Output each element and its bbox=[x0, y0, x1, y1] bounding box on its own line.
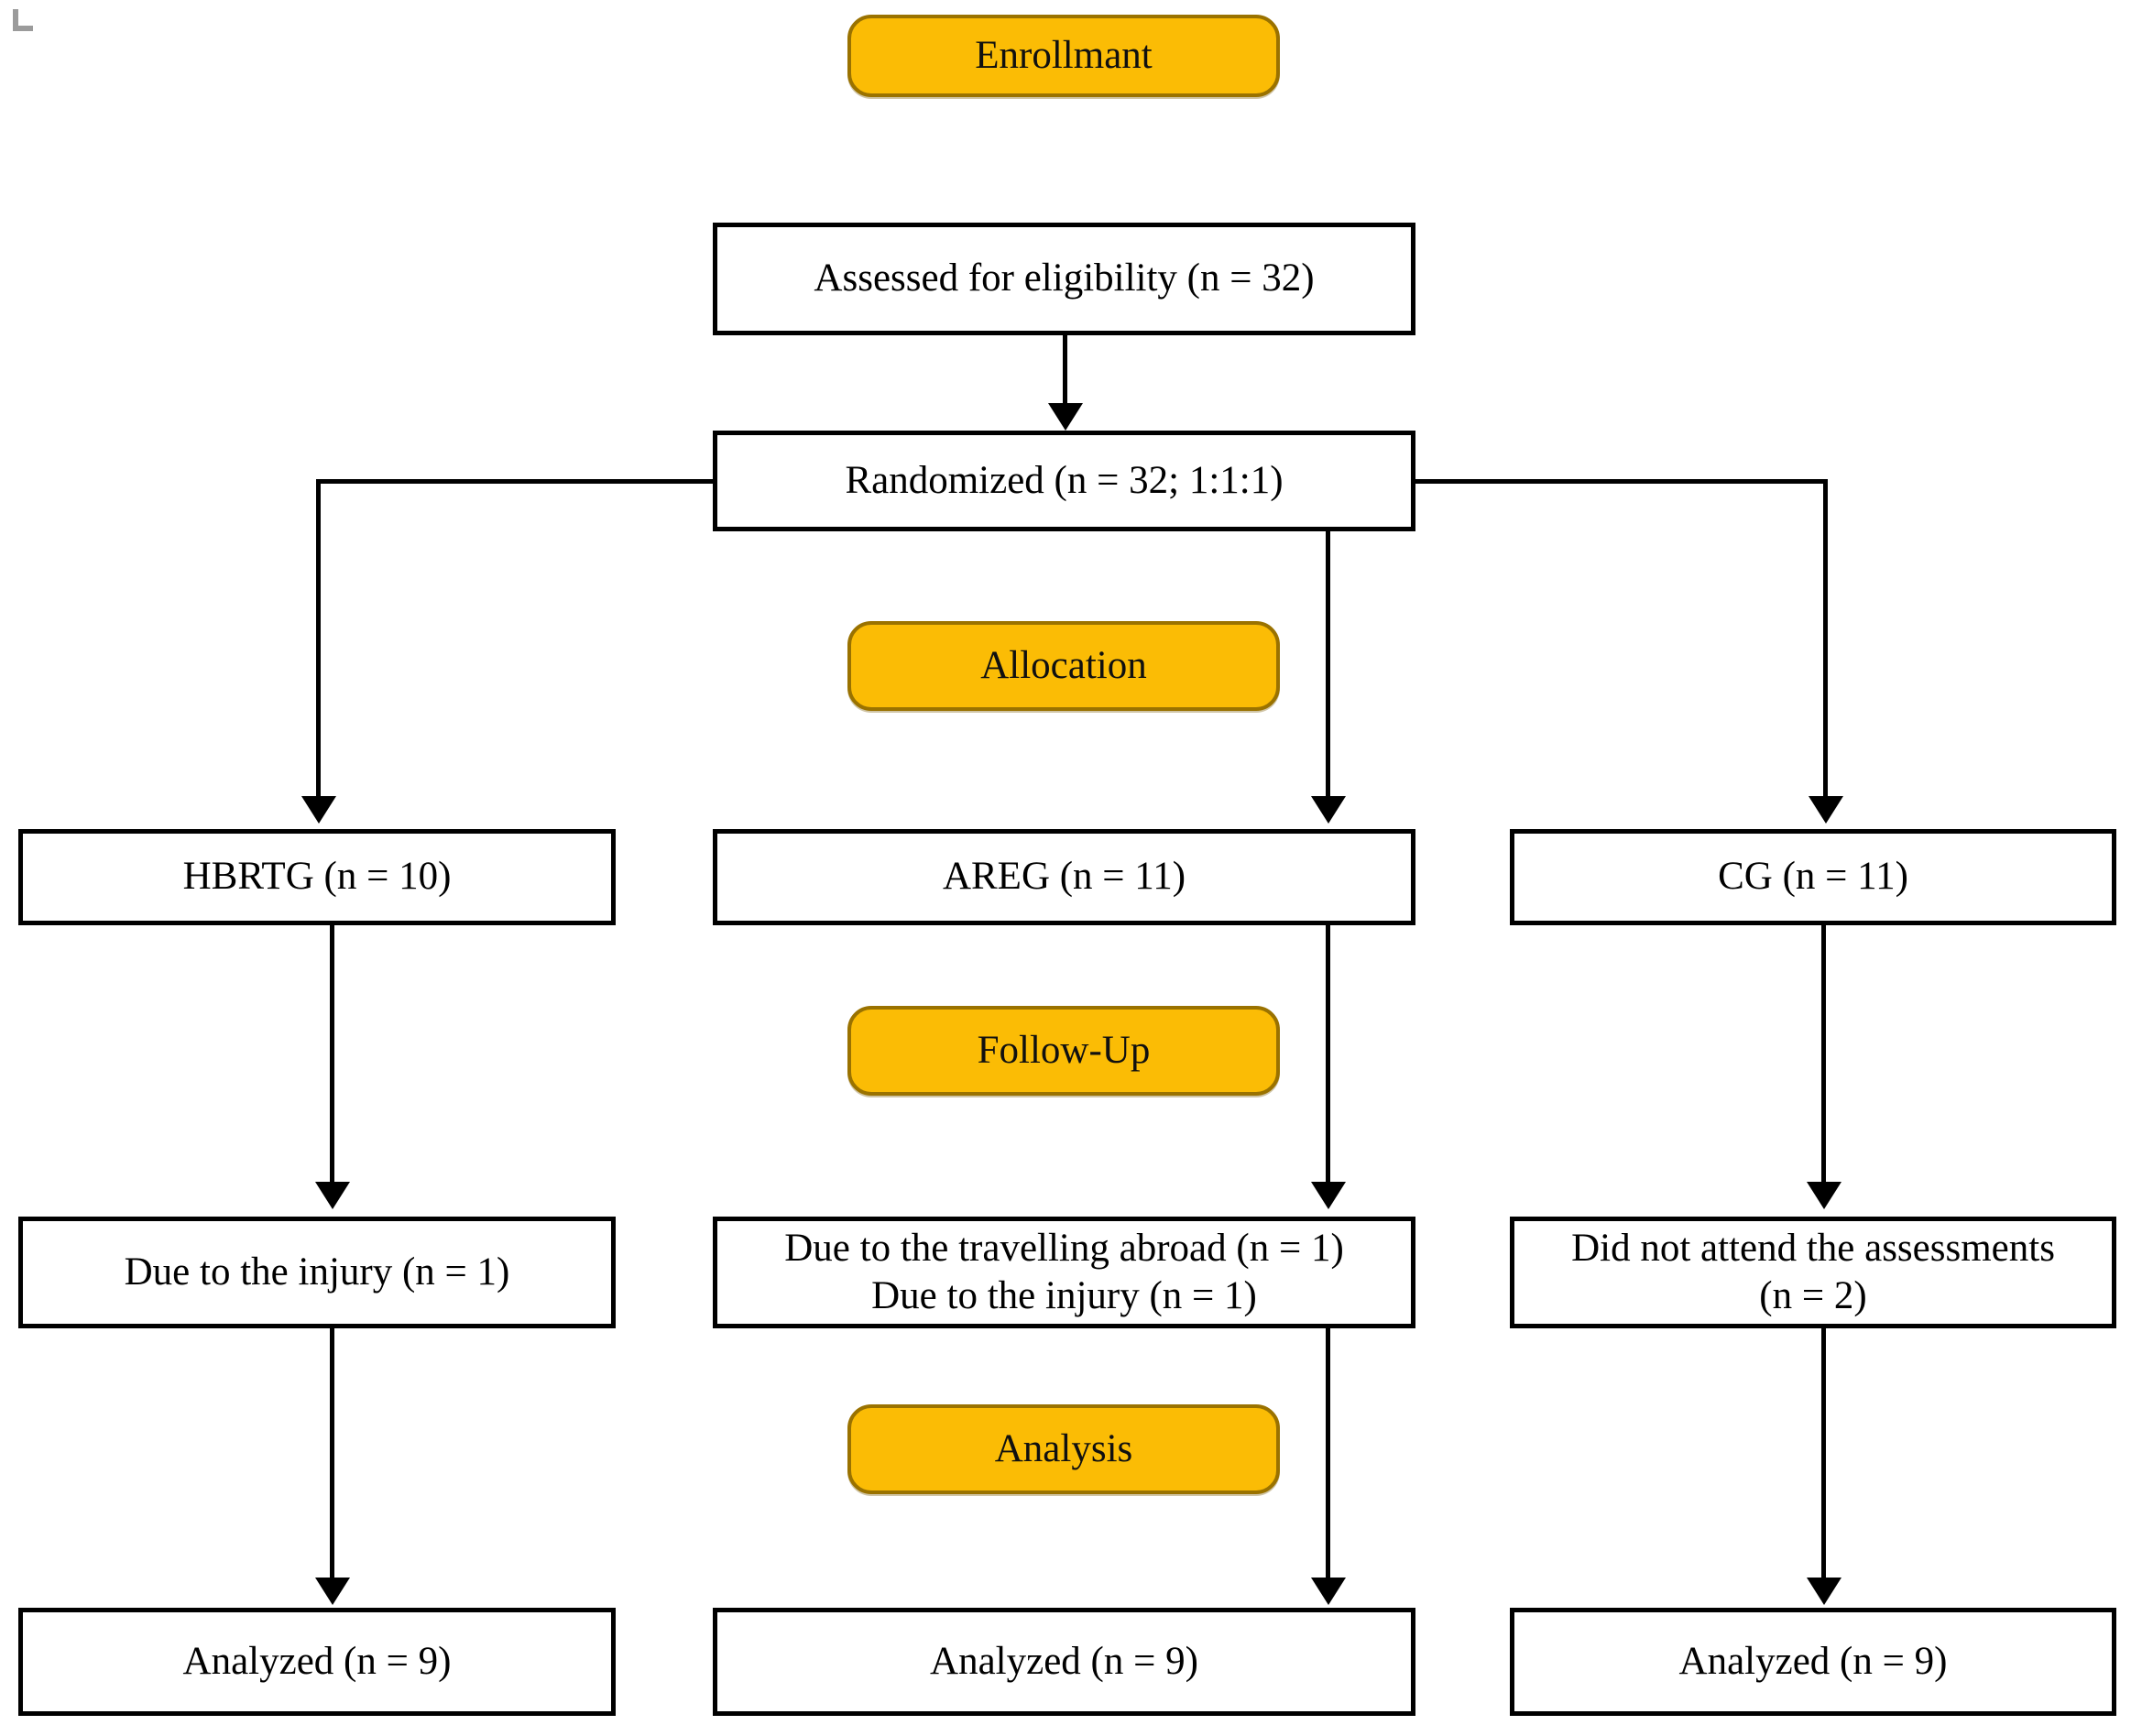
connector-loss-cg-to-analyzed bbox=[1821, 1328, 1826, 1578]
box-group-hbrtg: HBRTG (n = 10) bbox=[18, 829, 616, 925]
arrowhead-cg-to-analyzed bbox=[1807, 1578, 1841, 1605]
arrowhead-randomized-to-cg bbox=[1809, 796, 1843, 824]
arrowhead-cg-to-loss bbox=[1807, 1182, 1841, 1209]
box-loss-hbrtg-label: Due to the injury (n = 1) bbox=[124, 1250, 510, 1294]
arrowhead-areg-to-loss bbox=[1311, 1182, 1346, 1209]
connector-hbrtg-to-loss bbox=[330, 925, 334, 1182]
box-analyzed-areg: Analyzed (n = 9) bbox=[713, 1608, 1415, 1716]
connector-randomized-to-left-vertical bbox=[316, 479, 321, 796]
arrowhead-areg-to-analyzed bbox=[1311, 1578, 1346, 1605]
box-loss-areg-label: Due to the travelling abroad (n = 1) Due… bbox=[784, 1226, 1344, 1317]
box-analyzed-hbrtg: Analyzed (n = 9) bbox=[18, 1608, 616, 1716]
connector-assessed-to-randomized bbox=[1063, 335, 1067, 403]
stage-banner-enrollment-label: Enrollmant bbox=[975, 33, 1153, 77]
box-randomized-label: Randomized (n = 32; 1:1:1) bbox=[845, 458, 1284, 502]
connector-randomized-to-left-horizontal bbox=[316, 479, 716, 484]
stage-banner-followup: Follow-Up bbox=[847, 1006, 1280, 1096]
stage-banner-analysis: Analysis bbox=[847, 1404, 1280, 1494]
box-loss-cg: Did not attend the assessments (n = 2) bbox=[1510, 1217, 2116, 1328]
connector-randomized-to-middle-vertical bbox=[1326, 531, 1330, 796]
box-loss-hbrtg: Due to the injury (n = 1) bbox=[18, 1217, 616, 1328]
box-group-cg: CG (n = 11) bbox=[1510, 829, 2116, 925]
box-group-areg: AREG (n = 11) bbox=[713, 829, 1415, 925]
stage-banner-followup-label: Follow-Up bbox=[977, 1028, 1151, 1072]
box-analyzed-hbrtg-label: Analyzed (n = 9) bbox=[182, 1639, 452, 1683]
connector-loss-areg-to-analyzed bbox=[1326, 1328, 1330, 1578]
box-randomized: Randomized (n = 32; 1:1:1) bbox=[713, 431, 1415, 531]
connector-randomized-to-right-vertical bbox=[1823, 479, 1828, 796]
arrowhead-hbrtg-to-loss bbox=[315, 1182, 350, 1209]
box-analyzed-cg-label: Analyzed (n = 9) bbox=[1678, 1639, 1948, 1683]
arrowhead-randomized-to-hbrtg bbox=[301, 796, 336, 824]
stage-banner-allocation: Allocation bbox=[847, 621, 1280, 711]
stage-banner-enrollment: Enrollmant bbox=[847, 15, 1280, 97]
connector-areg-to-loss bbox=[1326, 925, 1330, 1182]
connector-cg-to-loss bbox=[1821, 925, 1826, 1182]
box-group-hbrtg-label: HBRTG (n = 10) bbox=[182, 855, 452, 899]
connector-loss-hbrtg-to-analyzed bbox=[330, 1328, 334, 1578]
stage-banner-analysis-label: Analysis bbox=[994, 1426, 1133, 1470]
connector-randomized-to-right-horizontal bbox=[1414, 479, 1828, 484]
box-assessed-for-eligibility-label: Assessed for eligibility (n = 32) bbox=[814, 257, 1315, 300]
box-loss-cg-label: Did not attend the assessments (n = 2) bbox=[1571, 1226, 2055, 1317]
stage-banner-allocation-label: Allocation bbox=[980, 643, 1147, 687]
box-analyzed-areg-label: Analyzed (n = 9) bbox=[930, 1639, 1198, 1683]
corner-mark-artifact bbox=[13, 9, 33, 31]
arrowhead-hbrtg-to-analyzed bbox=[315, 1578, 350, 1605]
box-group-cg-label: CG (n = 11) bbox=[1718, 855, 1908, 899]
arrowhead-randomized-to-areg bbox=[1311, 796, 1346, 824]
box-group-areg-label: AREG (n = 11) bbox=[942, 855, 1186, 899]
box-assessed-for-eligibility: Assessed for eligibility (n = 32) bbox=[713, 223, 1415, 335]
box-loss-areg: Due to the travelling abroad (n = 1) Due… bbox=[713, 1217, 1415, 1328]
arrowhead-assessed-to-randomized bbox=[1048, 403, 1083, 431]
box-analyzed-cg: Analyzed (n = 9) bbox=[1510, 1608, 2116, 1716]
